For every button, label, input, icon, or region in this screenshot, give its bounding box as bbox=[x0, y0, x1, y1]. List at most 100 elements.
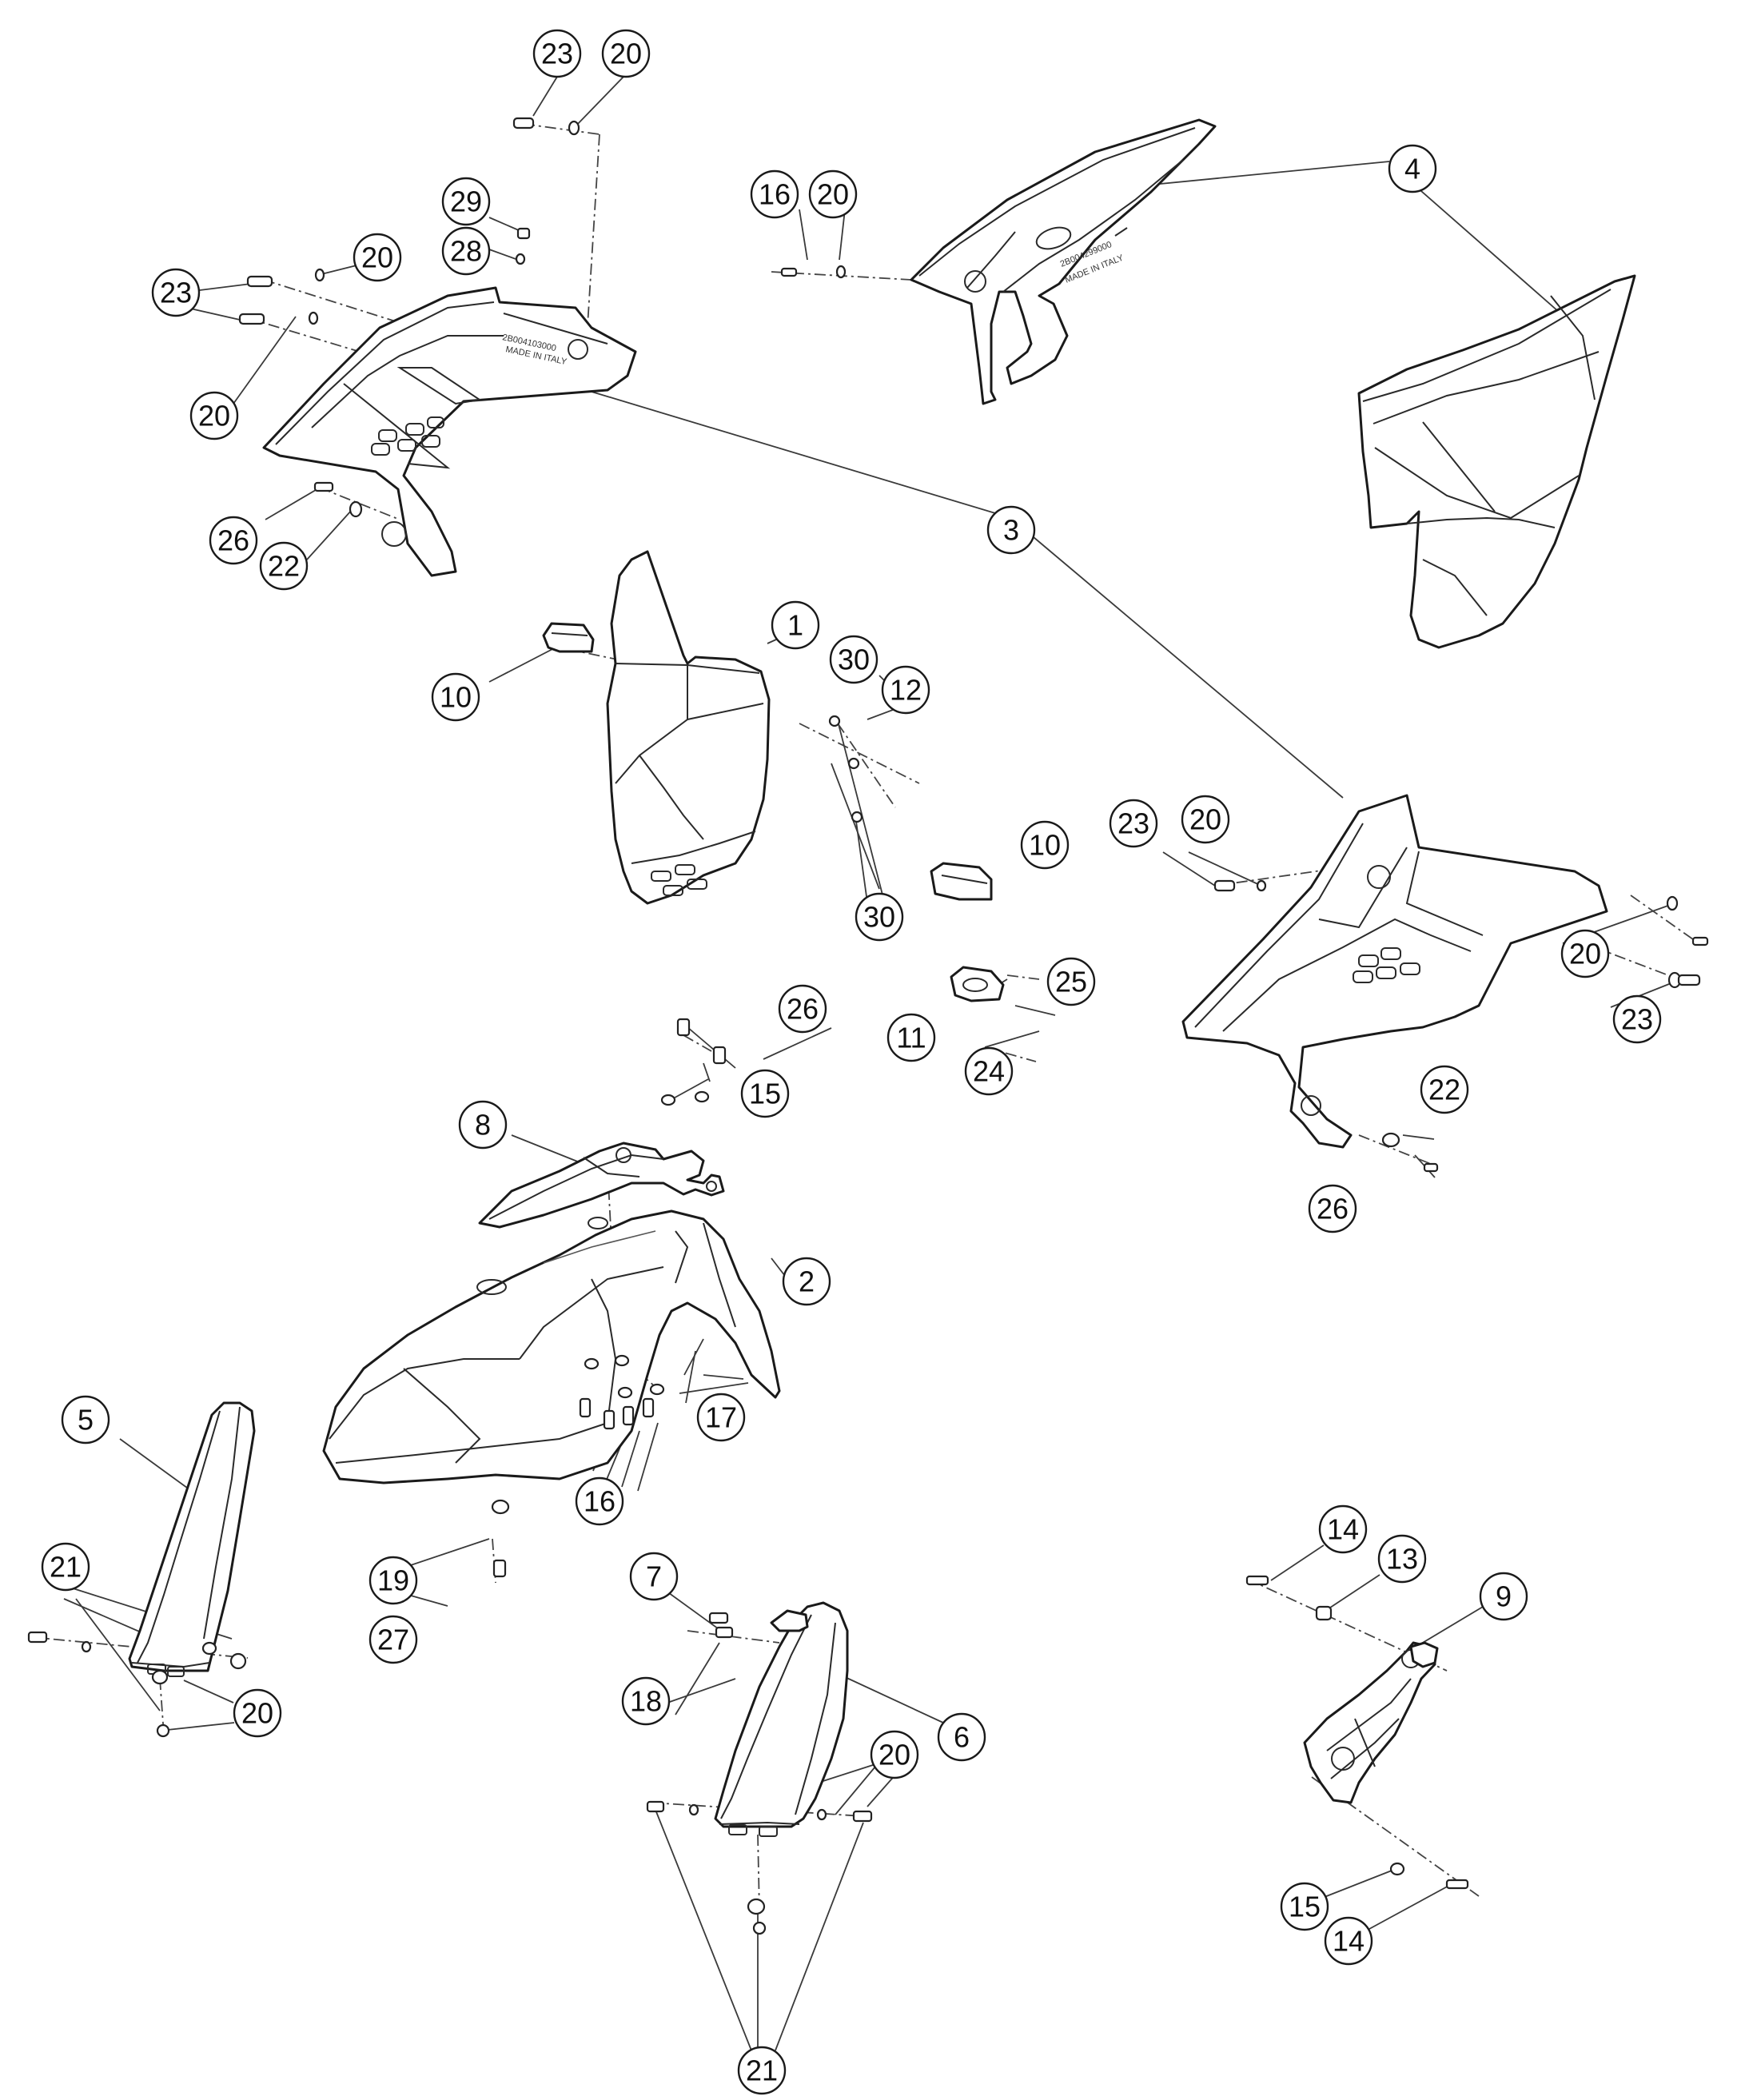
svg-text:23: 23 bbox=[1621, 1003, 1653, 1036]
callout-20-side-cover[interactable]: 20 bbox=[808, 169, 858, 219]
callout-24[interactable]: 24 bbox=[964, 1046, 1014, 1096]
callout-18[interactable]: 18 bbox=[621, 1676, 671, 1726]
svg-text:20: 20 bbox=[198, 400, 230, 432]
right-front-panel bbox=[1181, 794, 1608, 1149]
svg-text:7: 7 bbox=[646, 1560, 662, 1593]
svg-text:13: 13 bbox=[1386, 1543, 1418, 1576]
callout-21-bottom[interactable]: 21 bbox=[737, 2046, 787, 2095]
svg-text:14: 14 bbox=[1333, 1925, 1365, 1958]
svg-text:2: 2 bbox=[799, 1265, 815, 1298]
svg-text:10: 10 bbox=[440, 681, 472, 714]
callouts: 23 20 29 28 20 23 20 26 22 16 20 4 3 1 3… bbox=[41, 29, 1662, 2095]
svg-text:20: 20 bbox=[241, 1697, 273, 1730]
callout-4[interactable]: 4 bbox=[1388, 144, 1437, 193]
left-fork-guard bbox=[128, 1401, 256, 1677]
callout-17[interactable]: 17 bbox=[696, 1393, 746, 1442]
callout-26-right[interactable]: 26 bbox=[1308, 1184, 1357, 1233]
right-fork-guard bbox=[714, 1601, 849, 1837]
svg-text:20: 20 bbox=[610, 38, 642, 70]
callout-22-left[interactable]: 22 bbox=[259, 541, 309, 591]
svg-text:6: 6 bbox=[954, 1721, 970, 1754]
svg-text:21: 21 bbox=[50, 1551, 82, 1584]
svg-text:26: 26 bbox=[217, 524, 249, 557]
callout-26-left[interactable]: 26 bbox=[209, 516, 258, 565]
svg-text:24: 24 bbox=[973, 1055, 1005, 1088]
callout-11[interactable]: 11 bbox=[886, 1013, 936, 1062]
svg-text:23: 23 bbox=[541, 38, 573, 70]
rubber-grommet bbox=[950, 966, 1005, 1002]
svg-text:21: 21 bbox=[746, 2054, 778, 2087]
callout-5[interactable]: 5 bbox=[61, 1395, 110, 1444]
svg-text:4: 4 bbox=[1404, 153, 1420, 185]
callout-20-right-lower[interactable]: 20 bbox=[1560, 929, 1610, 978]
callout-23-left[interactable]: 23 bbox=[151, 268, 201, 317]
callout-29[interactable]: 29 bbox=[441, 177, 491, 226]
callout-20-right-fork[interactable]: 20 bbox=[870, 1730, 919, 1779]
svg-text:22: 22 bbox=[268, 550, 300, 583]
callout-20-left-lower[interactable]: 20 bbox=[189, 391, 239, 440]
fasteners bbox=[27, 117, 1709, 1935]
svg-text:5: 5 bbox=[78, 1404, 94, 1437]
callout-30-top[interactable]: 30 bbox=[829, 635, 878, 684]
callout-20-top[interactable]: 20 bbox=[601, 29, 651, 78]
svg-text:22: 22 bbox=[1428, 1074, 1460, 1106]
svg-text:30: 30 bbox=[838, 644, 870, 676]
callout-1[interactable]: 1 bbox=[771, 600, 820, 650]
callout-15-bottom[interactable]: 15 bbox=[1280, 1882, 1329, 1931]
callout-14-top[interactable]: 14 bbox=[1318, 1504, 1368, 1554]
svg-text:8: 8 bbox=[475, 1109, 491, 1142]
callout-25[interactable]: 25 bbox=[1046, 957, 1096, 1006]
brake-disc-guard bbox=[1303, 1641, 1439, 1804]
svg-text:26: 26 bbox=[1317, 1193, 1349, 1225]
callout-20-left-upper[interactable]: 20 bbox=[353, 233, 402, 282]
callout-2[interactable]: 2 bbox=[782, 1257, 831, 1306]
svg-text:10: 10 bbox=[1029, 829, 1061, 862]
svg-text:1: 1 bbox=[787, 609, 803, 642]
svg-text:28: 28 bbox=[450, 235, 482, 268]
callout-23-right-lower[interactable]: 23 bbox=[1612, 994, 1662, 1044]
callout-30-bottom[interactable]: 30 bbox=[855, 892, 904, 942]
callout-13[interactable]: 13 bbox=[1377, 1534, 1427, 1584]
svg-text:26: 26 bbox=[787, 993, 819, 1026]
callout-27[interactable]: 27 bbox=[369, 1615, 418, 1664]
svg-text:20: 20 bbox=[1189, 803, 1221, 836]
svg-text:3: 3 bbox=[1003, 514, 1019, 547]
callout-7[interactable]: 7 bbox=[629, 1552, 679, 1601]
callout-21-left[interactable]: 21 bbox=[41, 1542, 90, 1592]
callout-20-left-fork[interactable]: 20 bbox=[233, 1688, 282, 1738]
callout-23-right-upper[interactable]: 23 bbox=[1109, 799, 1158, 848]
callout-23-top[interactable]: 23 bbox=[532, 29, 582, 78]
svg-text:15: 15 bbox=[1289, 1891, 1321, 1923]
callout-10-top[interactable]: 10 bbox=[431, 672, 480, 722]
callout-8[interactable]: 8 bbox=[458, 1100, 508, 1150]
svg-text:20: 20 bbox=[878, 1739, 910, 1771]
callout-22-right[interactable]: 22 bbox=[1420, 1065, 1469, 1114]
svg-text:20: 20 bbox=[361, 241, 393, 274]
callout-3[interactable]: 3 bbox=[986, 505, 1036, 555]
svg-text:12: 12 bbox=[890, 674, 922, 707]
callout-10-bottom[interactable]: 10 bbox=[1020, 820, 1070, 870]
callout-20-right-upper[interactable]: 20 bbox=[1181, 795, 1230, 844]
callout-6[interactable]: 6 bbox=[937, 1712, 986, 1762]
callout-26-middle[interactable]: 26 bbox=[778, 984, 827, 1034]
callout-14-bottom[interactable]: 14 bbox=[1324, 1916, 1373, 1966]
svg-text:19: 19 bbox=[377, 1564, 409, 1597]
svg-text:23: 23 bbox=[1118, 807, 1149, 840]
svg-text:29: 29 bbox=[450, 185, 482, 218]
headlight-clip-bottom bbox=[930, 862, 993, 901]
callout-16-mudguard[interactable]: 16 bbox=[575, 1476, 624, 1526]
callout-15-middle[interactable]: 15 bbox=[740, 1069, 790, 1118]
callout-19[interactable]: 19 bbox=[369, 1556, 418, 1605]
svg-text:18: 18 bbox=[630, 1685, 662, 1718]
mudguard-bracket bbox=[478, 1142, 725, 1229]
tank-side-cover bbox=[1357, 274, 1636, 649]
callout-28[interactable]: 28 bbox=[441, 226, 491, 276]
svg-text:23: 23 bbox=[160, 277, 192, 309]
callout-9[interactable]: 9 bbox=[1479, 1572, 1528, 1621]
svg-text:27: 27 bbox=[377, 1624, 409, 1656]
callout-12[interactable]: 12 bbox=[881, 665, 930, 715]
svg-text:16: 16 bbox=[759, 178, 791, 211]
front-mudguard bbox=[322, 1209, 781, 1484]
callout-16-top[interactable]: 16 bbox=[750, 169, 799, 219]
